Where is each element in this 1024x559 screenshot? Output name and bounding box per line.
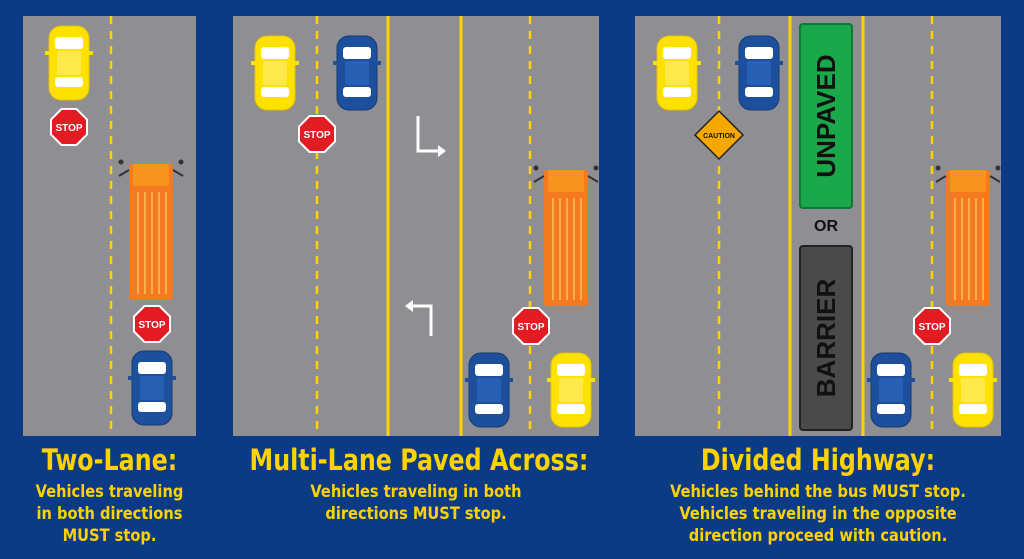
stop-sign-label: STOP (55, 123, 82, 134)
two-lane-title: Two-Lane: (41, 443, 178, 477)
description-line: Vehicles traveling in both (310, 482, 522, 502)
caution-sign: CAUTION (693, 109, 745, 161)
stop-sign-label: STOP (517, 322, 544, 333)
stop-sign-label: STOP (138, 320, 165, 331)
description-line: in both directions (36, 504, 183, 524)
caution-sign-label: CAUTION (703, 133, 735, 140)
yellow-car (250, 35, 300, 111)
description-line: directions MUST stop. (325, 504, 507, 524)
unpaved-label: UNPAVED (811, 54, 841, 177)
stop-sign: STOP (50, 108, 88, 146)
barrier-median-sign: BARRIER (799, 245, 853, 431)
multi-lane-road-panel: STOP STOP (233, 16, 599, 436)
yellow-car (652, 35, 702, 111)
description-line: direction proceed with caution. (688, 526, 948, 546)
school-bus (532, 164, 599, 307)
stop-sign-label: STOP (303, 130, 330, 141)
school-bus (117, 158, 185, 301)
turn-arrow-left (413, 304, 433, 336)
school-bus (934, 164, 1001, 307)
stop-sign: STOP (298, 115, 336, 153)
stop-sign: STOP (512, 307, 550, 345)
blue-car (464, 352, 514, 428)
two-lane-road-panel: STOP STOP (23, 16, 196, 436)
divided-highway-panel: CAUTION UNPAVED OR BARRIER STOP (635, 16, 1001, 436)
stop-sign: STOP (133, 305, 171, 343)
blue-car (734, 35, 784, 111)
divided-highway-title: Divided Highway: (700, 443, 936, 477)
description-line: MUST stop. (62, 526, 157, 546)
turn-arrow-right (416, 116, 438, 153)
multi-lane-description: Vehicles traveling in both directions MU… (259, 481, 574, 525)
description-line: Vehicles traveling (35, 482, 184, 502)
yellow-car (948, 352, 998, 428)
yellow-car (44, 25, 94, 101)
two-lane-road-illustration: STOP STOP (44, 16, 185, 436)
divided-highway-illustration: CAUTION UNPAVED OR BARRIER STOP (652, 16, 1001, 436)
stop-sign: STOP (913, 307, 951, 345)
unpaved-median-sign: UNPAVED (799, 23, 853, 209)
blue-car (866, 352, 916, 428)
blue-car (332, 35, 382, 111)
yellow-car (546, 352, 596, 428)
two-lane-description: Vehicles traveling in both directions MU… (27, 481, 193, 547)
blue-car (127, 350, 177, 426)
multi-lane-road-illustration: STOP STOP (250, 16, 599, 436)
barrier-label: BARRIER (811, 279, 841, 398)
description-line: Vehicles behind the bus MUST stop. (670, 482, 966, 502)
or-label: OR (814, 218, 838, 235)
divided-highway-description: Vehicles behind the bus MUST stop. Vehic… (648, 481, 989, 547)
multi-lane-title: Multi-Lane Paved Across: (249, 443, 589, 477)
stop-sign-label: STOP (918, 322, 945, 333)
description-line: Vehicles traveling in the opposite (679, 504, 957, 524)
